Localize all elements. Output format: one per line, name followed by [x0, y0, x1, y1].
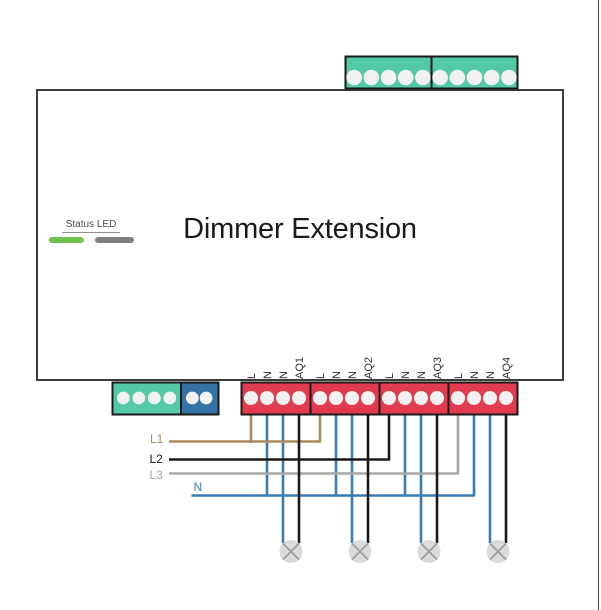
- output-terminal-pin: [499, 391, 513, 405]
- output-terminal-pin: [260, 391, 274, 405]
- wire-l3: [169, 413, 460, 475]
- output-terminal-pin: [467, 391, 481, 405]
- bottom-bus-pin: [116, 391, 130, 405]
- terminal-label: N: [262, 371, 274, 379]
- terminal-label: N: [485, 371, 497, 379]
- terminal-label: N: [278, 371, 290, 379]
- top-connector-pin: [501, 69, 517, 86]
- terminal-label: L: [246, 373, 258, 379]
- output-terminal-pin: [382, 391, 396, 405]
- terminal-label: L: [384, 373, 396, 379]
- phase-label-l2: L2: [149, 451, 163, 466]
- output-terminal-pin: [244, 391, 258, 405]
- terminal-label: L: [315, 373, 327, 379]
- lamp-cross-line: [282, 542, 300, 561]
- page-border-right: [597, 0, 599, 610]
- output-terminal-pin: [313, 391, 327, 405]
- output-terminal-pin: [483, 391, 497, 405]
- link-connector-pin: [199, 391, 213, 405]
- terminal-label: N: [347, 371, 359, 379]
- terminal-label: AQ4: [501, 357, 513, 379]
- output-terminal-pin: [276, 391, 290, 405]
- output-terminal-pin: [398, 391, 412, 405]
- output-terminal-pin: [430, 391, 444, 405]
- output-terminal-pin: [292, 391, 306, 405]
- status-led-green-icon: [48, 237, 84, 243]
- lamp-cross-line: [489, 542, 507, 561]
- terminal-label: N: [331, 371, 343, 379]
- top-connector-pin: [449, 69, 466, 86]
- device-box: [35, 88, 564, 381]
- terminal-label: N: [469, 371, 481, 379]
- top-connector-pin: [483, 69, 500, 86]
- output-terminal-pin: [361, 391, 375, 405]
- terminal-label: AQ3: [432, 357, 444, 379]
- output-terminal-pin: [451, 391, 465, 405]
- device-title: Dimmer Extension: [183, 213, 417, 245]
- output-terminal-pin: [345, 391, 359, 405]
- lamp-cross-line: [351, 542, 369, 561]
- top-connector-pin: [466, 69, 483, 86]
- bottom-bus-pin: [132, 391, 146, 405]
- bottom-bus-pin: [163, 391, 177, 405]
- wire-l2: [169, 413, 391, 461]
- top-connector-pin: [397, 69, 414, 86]
- wire-l1: [169, 413, 322, 443]
- top-connector-pin: [363, 69, 380, 86]
- terminal-label: AQ1: [294, 357, 306, 379]
- lamp-cross-line: [420, 542, 438, 561]
- top-connector-pin: [380, 69, 397, 86]
- phase-label-l1: L1: [150, 431, 164, 446]
- phase-label-l3: L3: [149, 467, 163, 482]
- top-connector-pin: [432, 69, 448, 86]
- output-terminal-pin: [329, 391, 343, 405]
- terminal-label: N: [400, 371, 412, 379]
- terminal-label: L: [453, 373, 465, 379]
- link-connector-pin: [185, 391, 199, 405]
- terminal-label: AQ2: [363, 357, 375, 379]
- status-led-cluster: Status LED: [48, 214, 134, 243]
- bottom-bus-pin: [147, 391, 161, 405]
- status-led-gray-icon: [94, 237, 134, 243]
- output-terminal-pin: [414, 391, 428, 405]
- wire-n-bus: [191, 413, 476, 497]
- status-led-row: [48, 237, 134, 243]
- status-led-label: Status LED: [61, 219, 121, 233]
- terminal-label: N: [416, 371, 428, 379]
- top-connector-pin: [415, 69, 431, 86]
- phase-label-n: N: [193, 480, 203, 494]
- top-connector-pin: [346, 69, 362, 86]
